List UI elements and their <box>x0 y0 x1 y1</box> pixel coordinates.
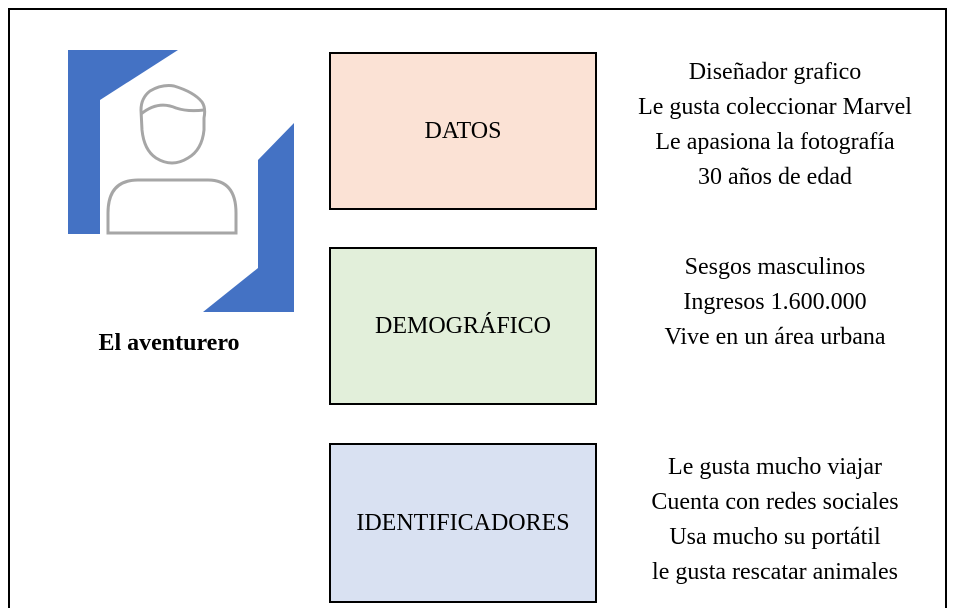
detail-line: Le apasiona la fotografía <box>655 129 895 155</box>
detail-line: Le gusta coleccionar Marvel <box>638 94 912 120</box>
detail-line: 30 años de edad <box>698 164 852 190</box>
persona-frame <box>8 8 947 608</box>
frame-corner-bottom-right <box>203 123 294 312</box>
details-datos: Diseñador grafico Le gusta coleccionar M… <box>600 55 950 195</box>
detail-line: Sesgos masculinos <box>684 254 866 280</box>
detail-line: Diseñador grafico <box>688 59 862 85</box>
detail-line: le gusta rescatar animales <box>652 559 898 585</box>
category-label-datos: DATOS <box>424 117 502 144</box>
user-avatar-icon <box>106 84 238 235</box>
details-identificadores: Le gusta mucho viajar Cuenta con redes s… <box>600 450 950 590</box>
category-box-datos: DATOS <box>329 52 597 210</box>
persona-avatar <box>68 50 294 312</box>
category-box-identificadores: IDENTIFICADORES <box>329 443 597 603</box>
detail-line: Le gusta mucho viajar <box>668 454 882 480</box>
details-demografico: Sesgos masculinos Ingresos 1.600.000 Viv… <box>600 250 950 355</box>
category-box-demografico: DEMOGRÁFICO <box>329 247 597 405</box>
detail-line: Usa mucho su portátil <box>669 524 881 550</box>
frame-corner-top-left <box>68 50 178 234</box>
category-label-identificadores: IDENTIFICADORES <box>356 509 570 536</box>
persona-name: El aventurero <box>98 330 240 356</box>
detail-line: Cuenta con redes sociales <box>651 489 899 515</box>
detail-line: Ingresos 1.600.000 <box>683 289 867 315</box>
category-label-demografico: DEMOGRÁFICO <box>374 312 551 339</box>
detail-line: Vive en un área urbana <box>664 324 886 350</box>
